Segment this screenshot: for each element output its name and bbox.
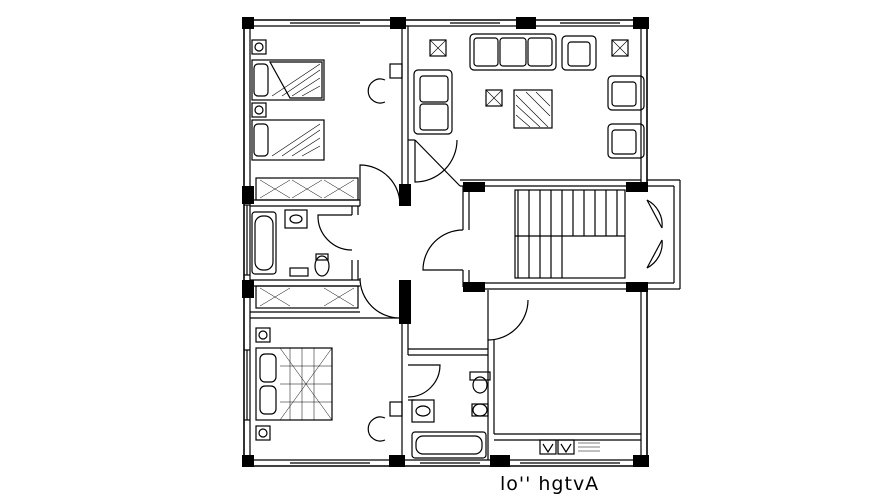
plan-caption: lo'' hgtvA (500, 473, 599, 495)
kitchen-fixtures (539, 439, 600, 455)
bathroom-1-fixtures (251, 209, 330, 277)
door-swings (317, 139, 663, 398)
bedroom-2-furniture (255, 285, 403, 442)
bathroom-2-fixtures (411, 371, 491, 459)
outer-walls (243, 18, 648, 467)
living-room-furniture (413, 33, 645, 159)
interior-walls (250, 26, 681, 460)
bedroom-1-furniture (251, 39, 403, 201)
staircase (514, 189, 626, 279)
structural-columns (242, 17, 649, 467)
